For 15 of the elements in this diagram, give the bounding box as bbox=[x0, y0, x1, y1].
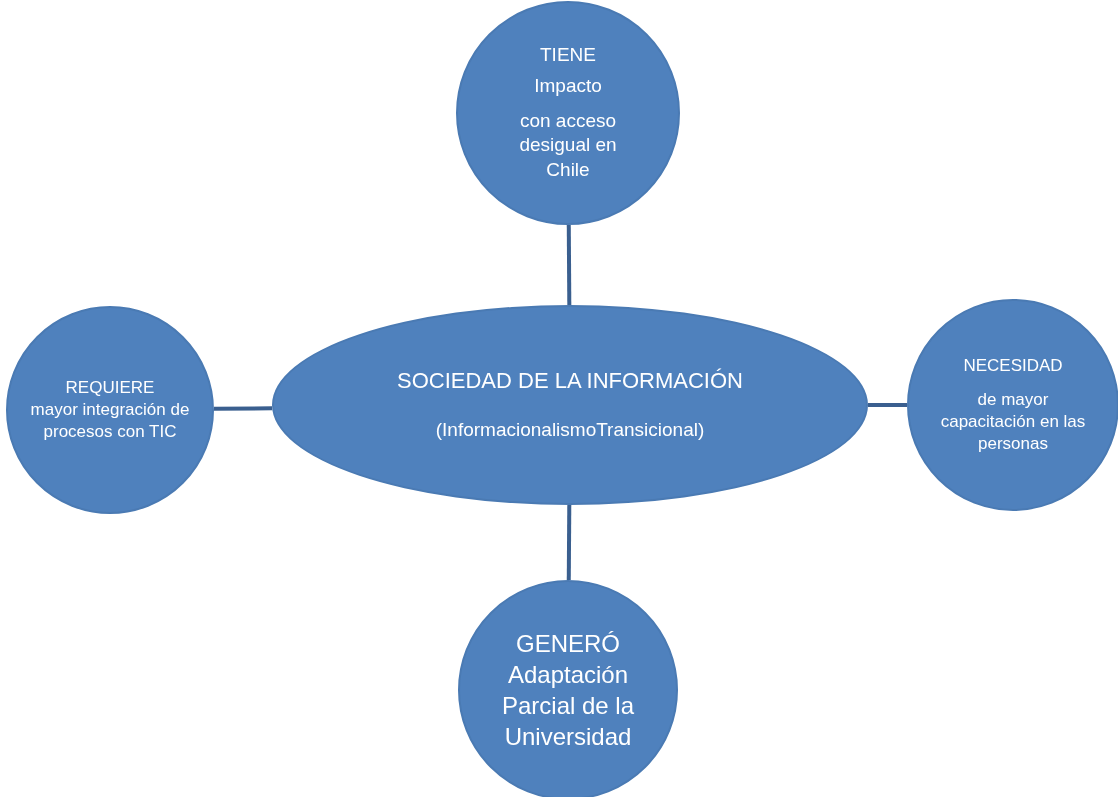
connector-line bbox=[868, 403, 907, 407]
node-heading: REQUIERE bbox=[65, 376, 155, 399]
node-heading: TIENE bbox=[540, 43, 596, 68]
node-heading: GENERÓ bbox=[516, 628, 620, 659]
connector-line bbox=[213, 406, 273, 411]
node-text: de mayor capacitación en las personas bbox=[939, 388, 1087, 456]
node-heading: NECESIDAD bbox=[963, 354, 1063, 377]
node-text: mayor integración de procesos con TIC bbox=[30, 398, 190, 444]
connector-line bbox=[566, 505, 572, 580]
node-text: con acceso desigual en Chile bbox=[518, 108, 618, 183]
node-text: Adaptación Parcial de la Universidad bbox=[500, 659, 636, 753]
connector-line bbox=[566, 225, 572, 306]
node-heading: SOCIEDAD DE LA INFORMACIÓN bbox=[397, 367, 743, 396]
node-text: Impacto bbox=[534, 73, 602, 98]
node-text: (InformacionalismoTransicional) bbox=[435, 417, 705, 442]
